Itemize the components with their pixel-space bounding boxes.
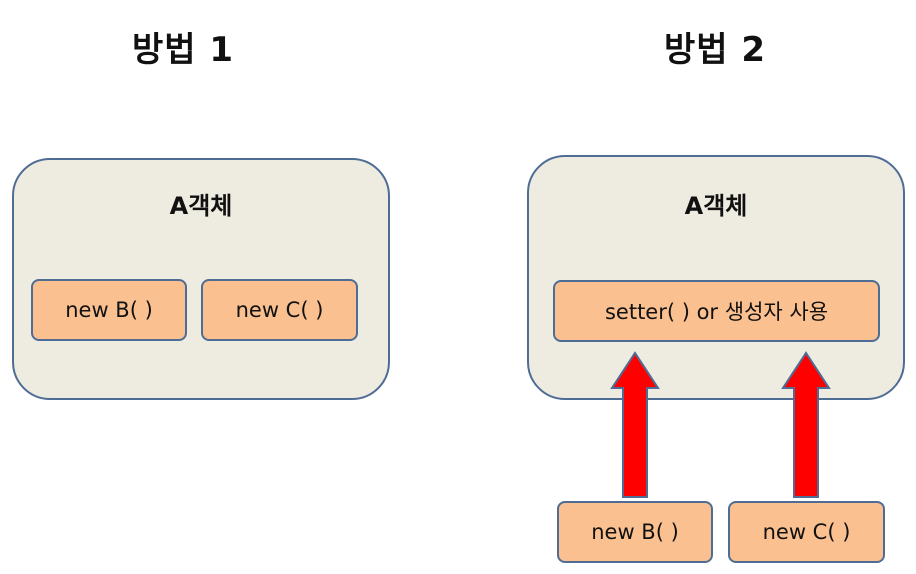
method2-container-title: A객체 [684, 192, 748, 220]
arrow-up-b-shape [610, 351, 660, 498]
method1-box-new-c: new C( ) [201, 279, 358, 341]
method1-container: A객체 new B( ) new C( ) [12, 158, 390, 400]
method2-container: A객체 setter( ) or 생성자 사용 [527, 155, 905, 400]
method1-container-title: A객체 [169, 192, 233, 220]
arrow-up-c [781, 351, 831, 498]
method2-inner-box: setter( ) or 생성자 사용 [553, 280, 880, 342]
method2-heading: 방법 2 [664, 30, 767, 70]
method2-box-new-c: new C( ) [728, 501, 885, 563]
arrow-up-c-shape [781, 351, 831, 498]
method1-box-new-b: new B( ) [31, 279, 187, 341]
arrow-up-b [610, 351, 660, 498]
method2-box-new-b: new B( ) [557, 501, 713, 563]
method1-heading: 방법 1 [132, 30, 235, 70]
